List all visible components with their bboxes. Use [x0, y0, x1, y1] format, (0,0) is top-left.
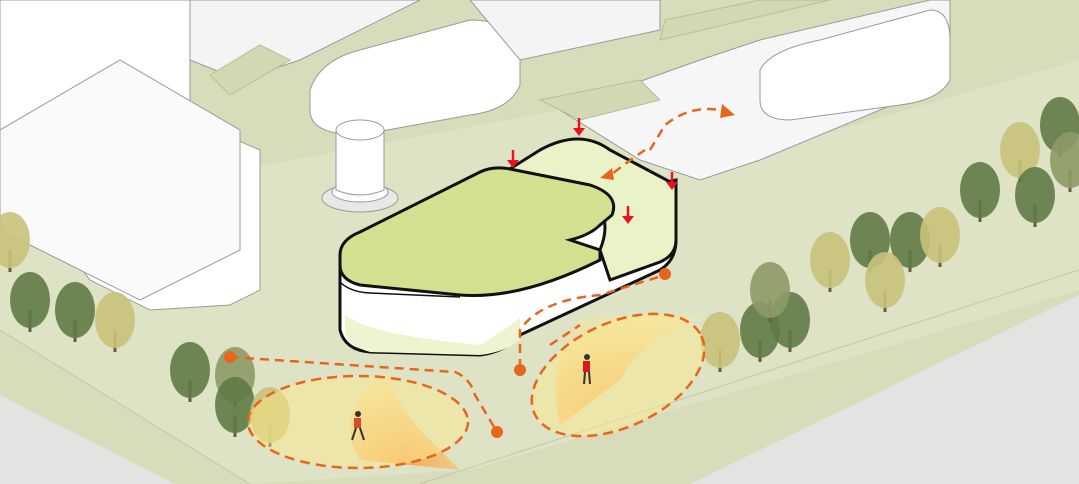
tree-icon: [865, 252, 905, 312]
node-dots: [224, 268, 671, 438]
flow-arrowheads: [600, 104, 735, 180]
central-building: [338, 137, 678, 357]
node-dot: [514, 364, 526, 376]
tree-icon: [170, 342, 210, 402]
flow-paths: [229, 107, 721, 433]
green-roof: [338, 166, 616, 298]
tree-icon: [890, 212, 930, 272]
node-dot: [659, 268, 671, 280]
sidewalk-edge-2: [419, 269, 1079, 484]
node-dot: [491, 426, 503, 438]
trees: [0, 97, 1079, 447]
tree-icon: [960, 162, 1000, 222]
entry-arrow-icon: [507, 150, 519, 168]
tree-icon: [95, 292, 135, 352]
tree-icon: [215, 377, 255, 437]
surrounding-buildings: [0, 0, 951, 311]
pedestrian-icon: [351, 411, 365, 441]
lawn-patches: [209, 0, 831, 121]
tree-icon: [920, 207, 960, 267]
tree-icon: [700, 312, 740, 372]
tree-icon: [10, 272, 50, 332]
tree-icon: [55, 282, 95, 342]
roof-terrace: [501, 137, 678, 282]
entry-arrow-icon: [573, 118, 585, 136]
road-southwest: [0, 395, 175, 484]
tree-icon: [810, 232, 850, 292]
tree-icon: [1000, 122, 1040, 182]
tree-icon: [1015, 167, 1055, 227]
sidewalk-edge: [0, 329, 251, 484]
pedestrian-icon: [583, 354, 591, 385]
node-dot: [224, 351, 236, 363]
tree-icon: [1050, 132, 1079, 192]
entry-arrow-icon: [622, 206, 634, 224]
tree-icon: [0, 212, 30, 272]
road-southeast: [690, 295, 1079, 484]
entry-arrow-icon: [666, 172, 678, 190]
entry-arrows: [507, 118, 678, 224]
tree-icon: [750, 262, 790, 322]
activity-zone-right: [530, 312, 706, 438]
